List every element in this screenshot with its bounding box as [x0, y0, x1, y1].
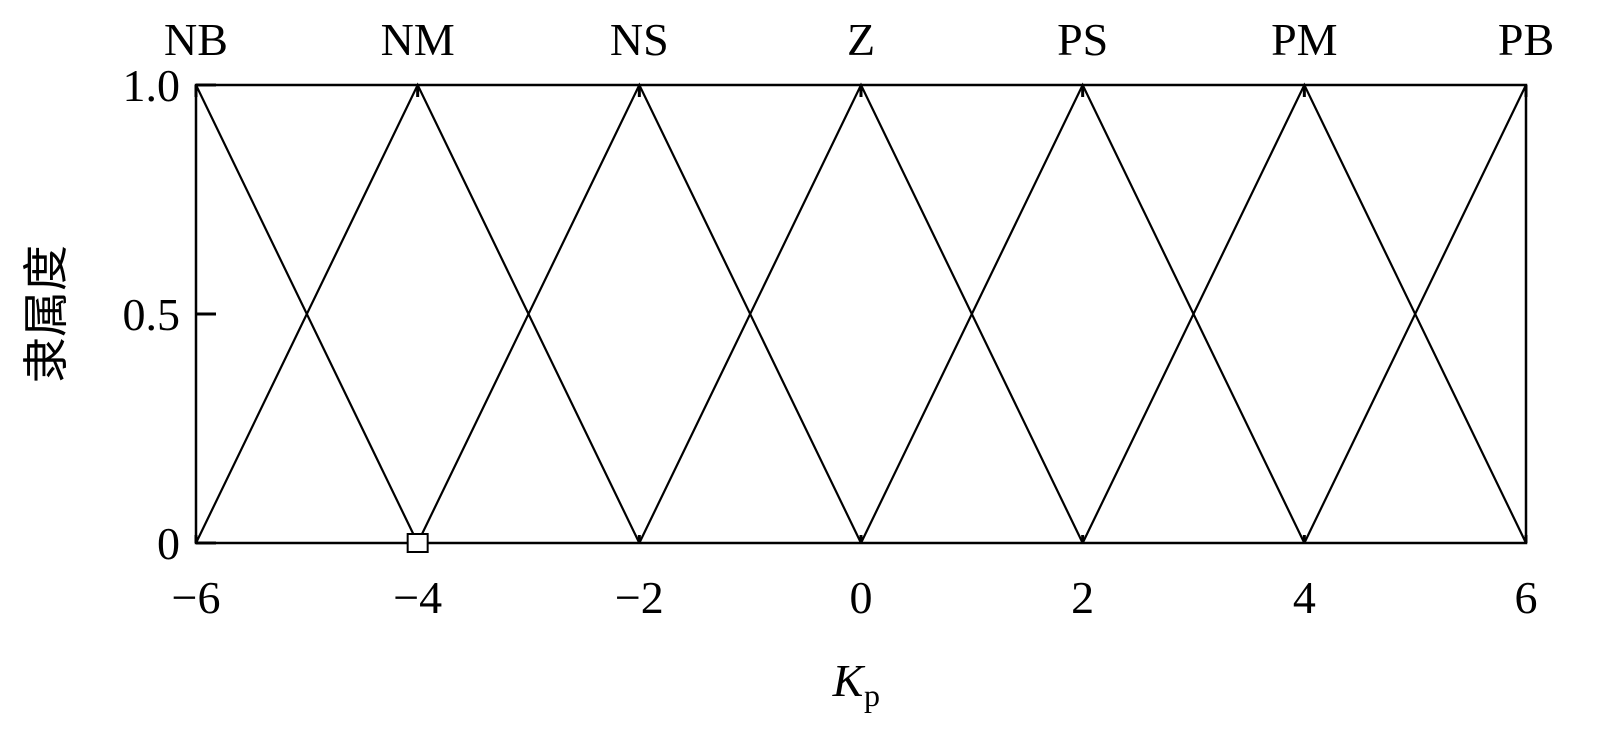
series-line-ns	[416, 82, 862, 544]
x-tick-label: 2	[1071, 572, 1094, 623]
x-tick-label: 0	[850, 572, 873, 623]
series-label-pm: PM	[1271, 14, 1337, 65]
tick-and-series-labels: −6 −4 −2 0 2 4 6 0 0.5 1.0NB NM NS Z PS PM PB	[123, 14, 1555, 623]
y-tick-label: 1.0	[123, 60, 181, 111]
series-label-ps: PS	[1057, 14, 1108, 65]
markers	[406, 533, 429, 553]
x-tick-label: 4	[1293, 572, 1316, 623]
series-line-nm	[195, 82, 641, 544]
x-tick-label: −6	[172, 572, 221, 623]
y-axis-label: 隶属度	[19, 245, 73, 383]
y-tick-label: 0	[157, 518, 180, 569]
series-line-pm	[1081, 82, 1527, 544]
x-tick-label: −2	[615, 572, 664, 623]
plot-frame	[194, 83, 1528, 545]
series-label-pb: PB	[1498, 14, 1554, 65]
series-label-ns: NS	[610, 14, 669, 65]
series-lines	[195, 82, 1527, 544]
axis-ticks	[194, 83, 1528, 545]
series-line-ps	[860, 82, 1306, 544]
series-line-pb	[1303, 84, 1527, 544]
x-tick-label: 6	[1515, 572, 1538, 623]
x-tick-label: −4	[393, 572, 442, 623]
series-label-z: Z	[847, 14, 875, 65]
x-axis-label: K	[832, 655, 866, 706]
x-axis-label-subscript: p	[864, 677, 880, 713]
series-label-nm: NM	[381, 14, 455, 65]
square-marker	[406, 533, 429, 553]
series-label-nb: NB	[164, 14, 228, 65]
series-line-z	[638, 82, 1084, 544]
y-tick-label: 0.5	[123, 289, 181, 340]
